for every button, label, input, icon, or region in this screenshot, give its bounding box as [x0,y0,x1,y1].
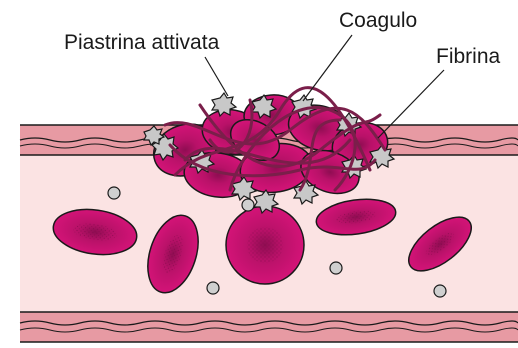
label-activated-platelet: Piastrina attivata [64,32,219,53]
label-clot: Coagulo [339,10,417,31]
label-fibrin: Fibrina [436,46,500,67]
red-blood-cell [226,206,304,284]
leader-platelet [205,57,228,96]
leader-clot [303,35,352,101]
vessel-wall-bottom [20,312,518,342]
